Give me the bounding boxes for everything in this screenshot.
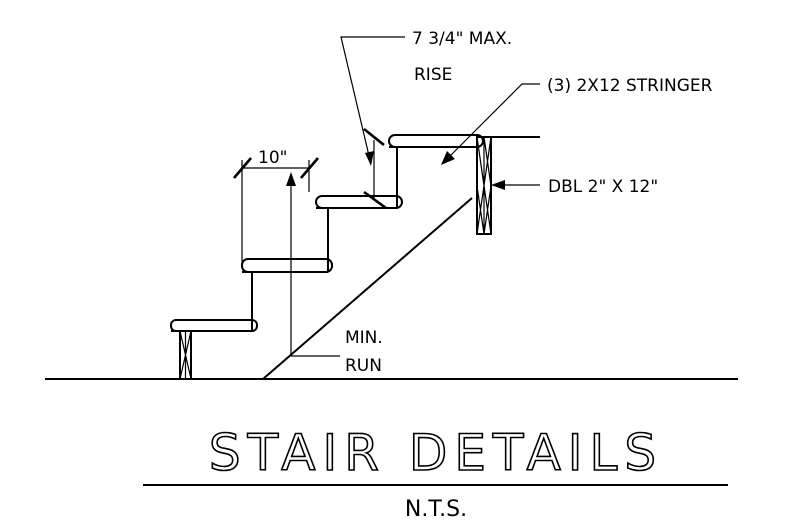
tread-1 [170,319,258,332]
tread-dimension [233,157,319,262]
header-leader [491,180,540,190]
rise-label-line1: 7 3/4" MAX. [412,29,512,49]
run-leader [286,172,340,357]
tread-4 [388,134,484,148]
rise-label-line2: RISE [414,65,452,85]
header-label: DBL 2" X 12" [548,177,658,197]
bottom-post [179,330,192,380]
tread-width-label: 10" [258,148,287,168]
run-label-line2: RUN [345,356,382,376]
stringer-leader [441,83,540,165]
tread-3 [315,195,403,209]
run-label-line1: MIN. [345,328,383,348]
rise-dimension [340,36,405,210]
drawing-title: STAIR DETAILS [209,424,663,482]
header-beam [476,136,492,235]
drawing-subtitle: N.T.S. [405,497,467,522]
stringer-label: (3) 2X12 STRINGER [547,76,713,96]
stair-profile [171,146,478,380]
tread-2 [241,258,333,273]
